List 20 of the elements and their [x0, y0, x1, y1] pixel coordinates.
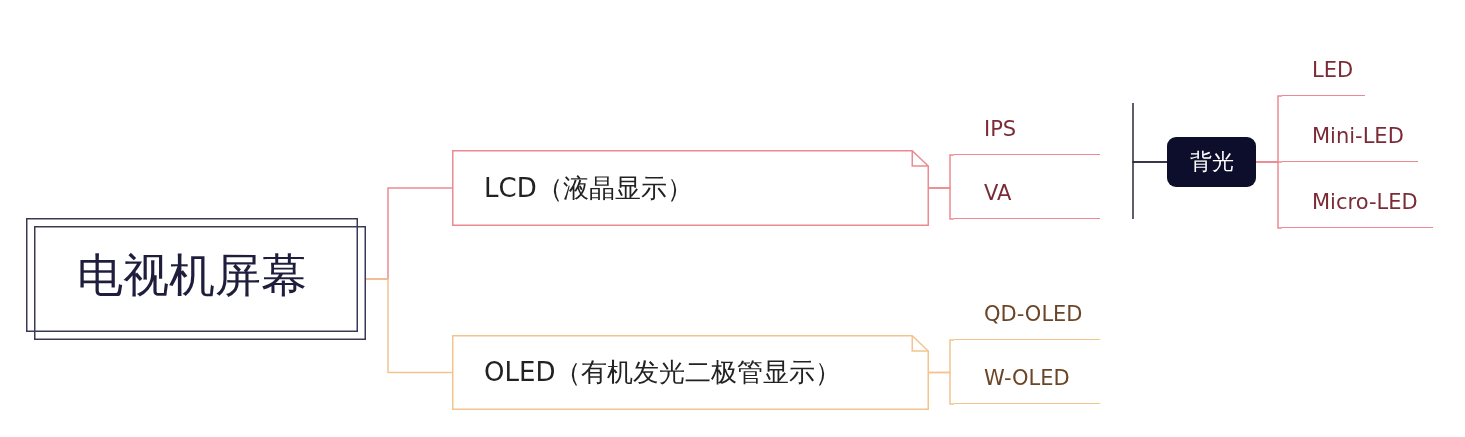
summary-bracket — [1132, 161, 1168, 220]
topic-box — [452, 150, 929, 226]
central-topic-box — [26, 218, 366, 340]
topic-text: LCD（液晶显示） — [484, 172, 693, 204]
connector-line — [928, 371, 955, 405]
topic-text: W-OLED — [984, 366, 1070, 391]
topic-text: OLED（有机发光二极管显示） — [484, 357, 842, 388]
topic-text: LED — [1312, 58, 1354, 83]
connector-line — [928, 187, 955, 220]
topic-text: 电视机屏幕 — [76, 246, 308, 304]
connector-line — [365, 278, 453, 374]
topic-text: 背光 — [1189, 149, 1234, 175]
topic-text: IPS — [984, 117, 1017, 142]
topic-text: VA — [984, 181, 1012, 206]
topic-text: Micro-LED — [1312, 190, 1418, 215]
topic-text: Mini-LED — [1312, 124, 1404, 149]
connector-line — [1255, 161, 1283, 229]
topic-box — [1167, 137, 1256, 187]
topic-box — [452, 335, 929, 410]
topic-text: QD-OLED — [984, 302, 1083, 327]
